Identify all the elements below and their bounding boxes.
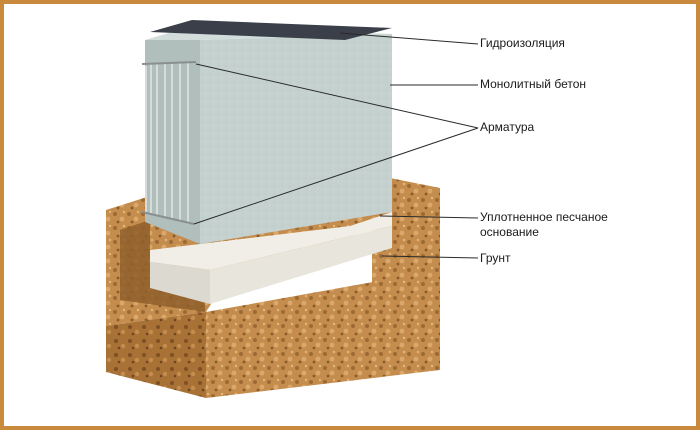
leader-sand: [379, 215, 479, 219]
waterproofing-membrane: [150, 20, 392, 40]
concrete-front-face: [200, 34, 392, 244]
sand-base-front: [150, 262, 210, 304]
label-sand-base-line2: основание: [480, 225, 539, 239]
sand-base-side: [210, 226, 392, 304]
leader-soil: [381, 255, 479, 259]
leader-rebar-upper: [195, 63, 479, 129]
soil-front-face: [106, 312, 206, 398]
label-waterproofing: Гидроизоляция: [480, 36, 565, 50]
rebar-cage: [141, 61, 197, 225]
label-rebar: Арматура: [480, 120, 535, 134]
label-soil: Грунт: [480, 251, 511, 265]
soil-side-face: [206, 270, 440, 398]
label-sand-base-line1: Уплотненное песчаное: [480, 210, 608, 224]
leader-lines: [193, 32, 479, 259]
trench-inner-wall: [120, 220, 205, 312]
leader-waterproofing: [339, 32, 479, 45]
sand-base-top: [150, 212, 392, 270]
label-monolithic-concrete: Монолитный бетон: [480, 77, 587, 91]
leader-rebar-lower: [193, 127, 479, 225]
